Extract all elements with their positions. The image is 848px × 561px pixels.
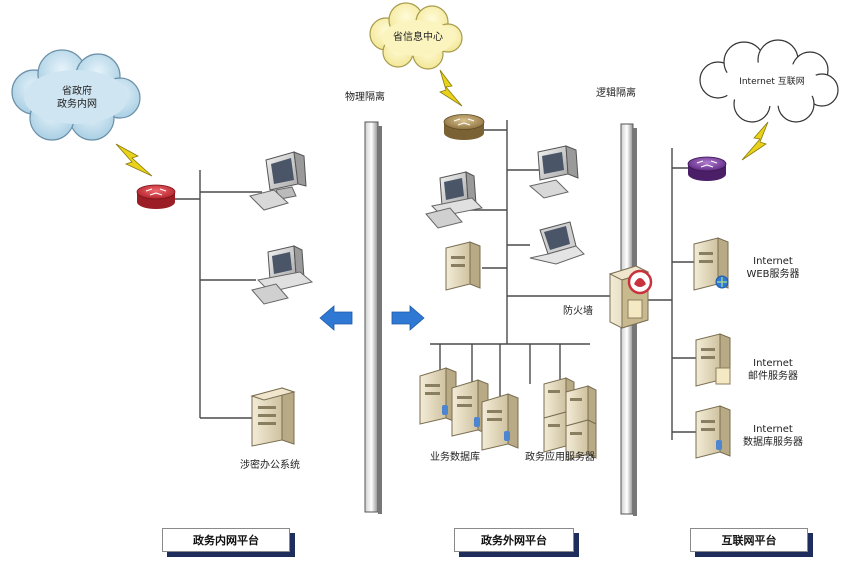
info-center-label: 省信息中心	[393, 32, 443, 43]
database-server-label: Internet 数据库服务器	[734, 424, 812, 449]
internet-cloud	[699, 39, 839, 123]
office-system-label: 涉密办公系统	[240, 460, 300, 471]
database-server-icon	[695, 405, 731, 459]
server-label-line: Internet	[753, 424, 793, 435]
arrow-right-icon	[391, 305, 425, 331]
network-links	[174, 120, 700, 440]
app-server-label: 政务应用服务器	[525, 452, 595, 463]
server-icon	[445, 241, 481, 291]
gov-intranet-cloud	[11, 49, 141, 141]
business-db-label: 业务数据库	[430, 452, 480, 463]
server-label-line: WEB服务器	[746, 268, 800, 280]
physical-isolation-label: 物理隔离	[345, 92, 385, 103]
internet-platform-label: 互联网平台	[690, 528, 808, 552]
monitor-icon	[528, 145, 579, 199]
server-label-line: 邮件服务器	[748, 370, 798, 382]
workstation-icon	[425, 171, 484, 229]
server-label-line: 数据库服务器	[743, 436, 803, 448]
logical-isolation-label: 逻辑隔离	[596, 88, 636, 99]
lightning-intranet-icon	[115, 143, 153, 177]
mail-server-icon	[695, 333, 731, 387]
firewall-icon	[608, 265, 653, 329]
office-server-icon	[250, 387, 296, 447]
lightning-internet-icon	[741, 121, 769, 161]
internet-cloud-label: Internet 互联网	[739, 77, 805, 87]
firewall-label: 防火墙	[563, 306, 593, 317]
application-server-rack	[543, 377, 597, 461]
business-database-servers	[419, 367, 519, 451]
router-extranet-icon	[443, 114, 485, 140]
mail-server-label: Internet 邮件服务器	[738, 358, 808, 383]
info-center-cloud	[369, 2, 463, 70]
server-label-line: Internet	[753, 256, 793, 267]
router-internet-icon	[687, 156, 727, 181]
router-intranet-icon	[136, 184, 176, 209]
intranet-platform-label: 政务内网平台	[162, 528, 290, 552]
cloud-label-line: 省政府	[62, 86, 92, 97]
extranet-platform-label: 政务外网平台	[454, 528, 574, 552]
laptop-icon	[529, 221, 585, 265]
lightning-info-icon	[439, 69, 463, 107]
gov-intranet-cloud-label: 省政府 政务内网	[50, 86, 104, 111]
server-label-line: Internet	[753, 358, 793, 369]
arrow-left-icon	[319, 305, 353, 331]
web-server-icon	[693, 237, 729, 291]
web-server-label: Internet WEB服务器	[738, 256, 808, 281]
workstation-icon	[251, 245, 314, 305]
cloud-label-line: 政务内网	[57, 98, 97, 110]
physical-isolation-wall	[364, 121, 382, 514]
monitor-icon	[249, 151, 307, 211]
